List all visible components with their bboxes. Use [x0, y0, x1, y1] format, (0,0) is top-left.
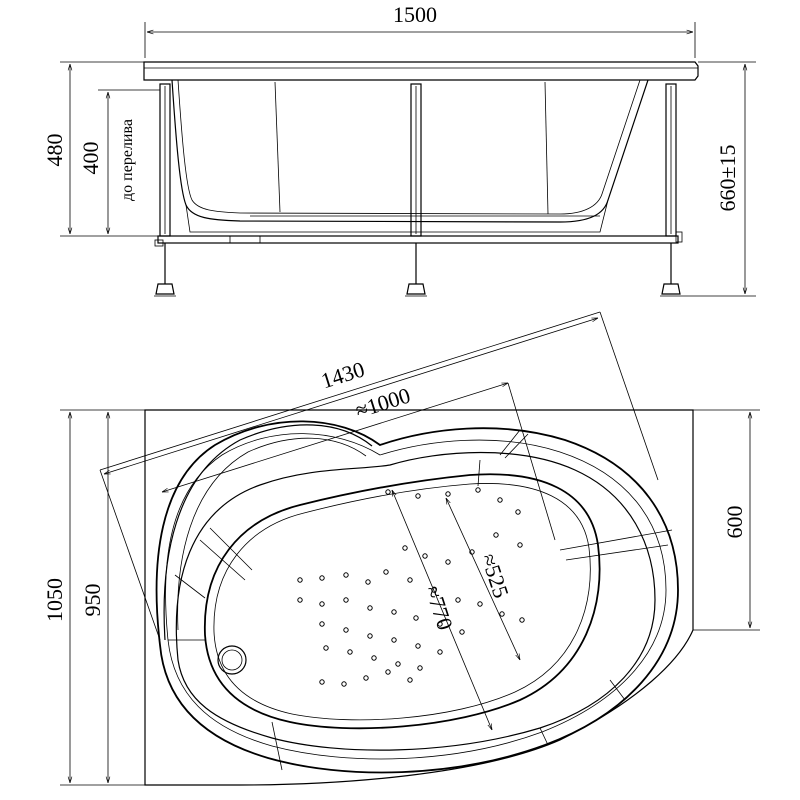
jet-dot	[519, 617, 525, 623]
jet-dot	[343, 627, 349, 633]
jet-dot	[365, 579, 371, 585]
overflow-caption: до перелива	[119, 119, 136, 201]
inner-length-dimension: ≈1000	[162, 382, 556, 541]
depth-1050-dimension: 1050	[42, 409, 145, 786]
short-side-600-label: 600	[722, 506, 747, 539]
inner-depth-dimension: ≈770	[392, 490, 492, 730]
height-400-label: 400	[78, 142, 103, 175]
base-frame	[154, 231, 683, 247]
left-leg	[154, 83, 176, 297]
inner-length-label: ≈1000	[352, 382, 413, 423]
headrest-curve	[163, 424, 373, 641]
depth-1050-label: 1050	[42, 578, 67, 622]
width-dimension: 1500	[144, 2, 696, 58]
jet-dot	[422, 553, 428, 559]
height-480-label: 480	[42, 134, 67, 167]
jet-dot	[319, 601, 325, 607]
side-view: 1500	[42, 2, 756, 297]
jet-dot	[319, 621, 325, 627]
jet-dot	[417, 665, 423, 671]
jet-dot	[493, 532, 499, 538]
inner-width-dimension: ≈525	[446, 498, 520, 660]
height-660-label: 660±15	[715, 144, 740, 211]
jet-dot	[297, 577, 303, 583]
jet-dot	[413, 615, 419, 621]
jet-dot	[383, 569, 389, 575]
jet-dot	[323, 645, 329, 651]
tub-body	[171, 79, 649, 233]
depth-950-label: 950	[80, 584, 105, 617]
jet-dot	[445, 559, 451, 565]
jet-dot	[515, 509, 521, 515]
jet-dot	[459, 629, 465, 635]
jet-dot	[385, 669, 391, 675]
jet-dot	[391, 609, 397, 615]
support-legs	[154, 83, 682, 297]
jet-dot	[367, 605, 373, 611]
middle-leg	[405, 83, 427, 297]
jet-dot	[385, 489, 391, 495]
jet-dot	[343, 572, 349, 578]
jet-dot	[415, 493, 421, 499]
tub-rim	[143, 61, 699, 81]
jet-dot	[395, 661, 401, 667]
jet-dot	[407, 677, 413, 683]
jet-dot	[499, 611, 505, 617]
jet-dot	[445, 491, 451, 497]
jet-dot	[391, 637, 397, 643]
jet-dot	[363, 675, 369, 681]
drain	[217, 645, 247, 675]
depth-950-dimension: 950	[80, 412, 108, 783]
jet-dot	[319, 679, 325, 685]
top-view: 1430 ≈1000 ≈525 ≈770 1050 950	[42, 311, 760, 786]
jet-dot	[402, 545, 408, 551]
tub-rim-outline	[155, 420, 679, 774]
jet-dot	[367, 633, 373, 639]
jet-dot	[415, 643, 421, 649]
inner-width-label: ≈525	[476, 550, 514, 601]
jet-dot	[475, 487, 481, 493]
inner-depth-label: ≈770	[420, 582, 458, 633]
right-leg	[660, 83, 682, 297]
jet-dot	[371, 655, 377, 661]
jet-dot	[343, 597, 349, 603]
short-side-600-dimension: 600	[693, 409, 760, 631]
jet-dot	[341, 681, 347, 687]
jet-dot	[497, 497, 503, 503]
jet-dot	[455, 597, 461, 603]
jet-dot	[477, 601, 483, 607]
basin-bottom	[204, 473, 601, 730]
height-660-dimension: 660±15	[682, 61, 756, 297]
jet-dot	[407, 577, 413, 583]
outer-outline	[144, 409, 694, 786]
jet-dot	[517, 542, 523, 548]
jet-dot	[319, 575, 325, 581]
jet-dot	[297, 597, 303, 603]
height-480-dimension: 480	[42, 61, 160, 237]
jet-dot	[347, 649, 353, 655]
height-400-dimension: 400 до перелива	[78, 89, 160, 234]
width-label: 1500	[393, 2, 437, 27]
jet-dot	[437, 649, 443, 655]
